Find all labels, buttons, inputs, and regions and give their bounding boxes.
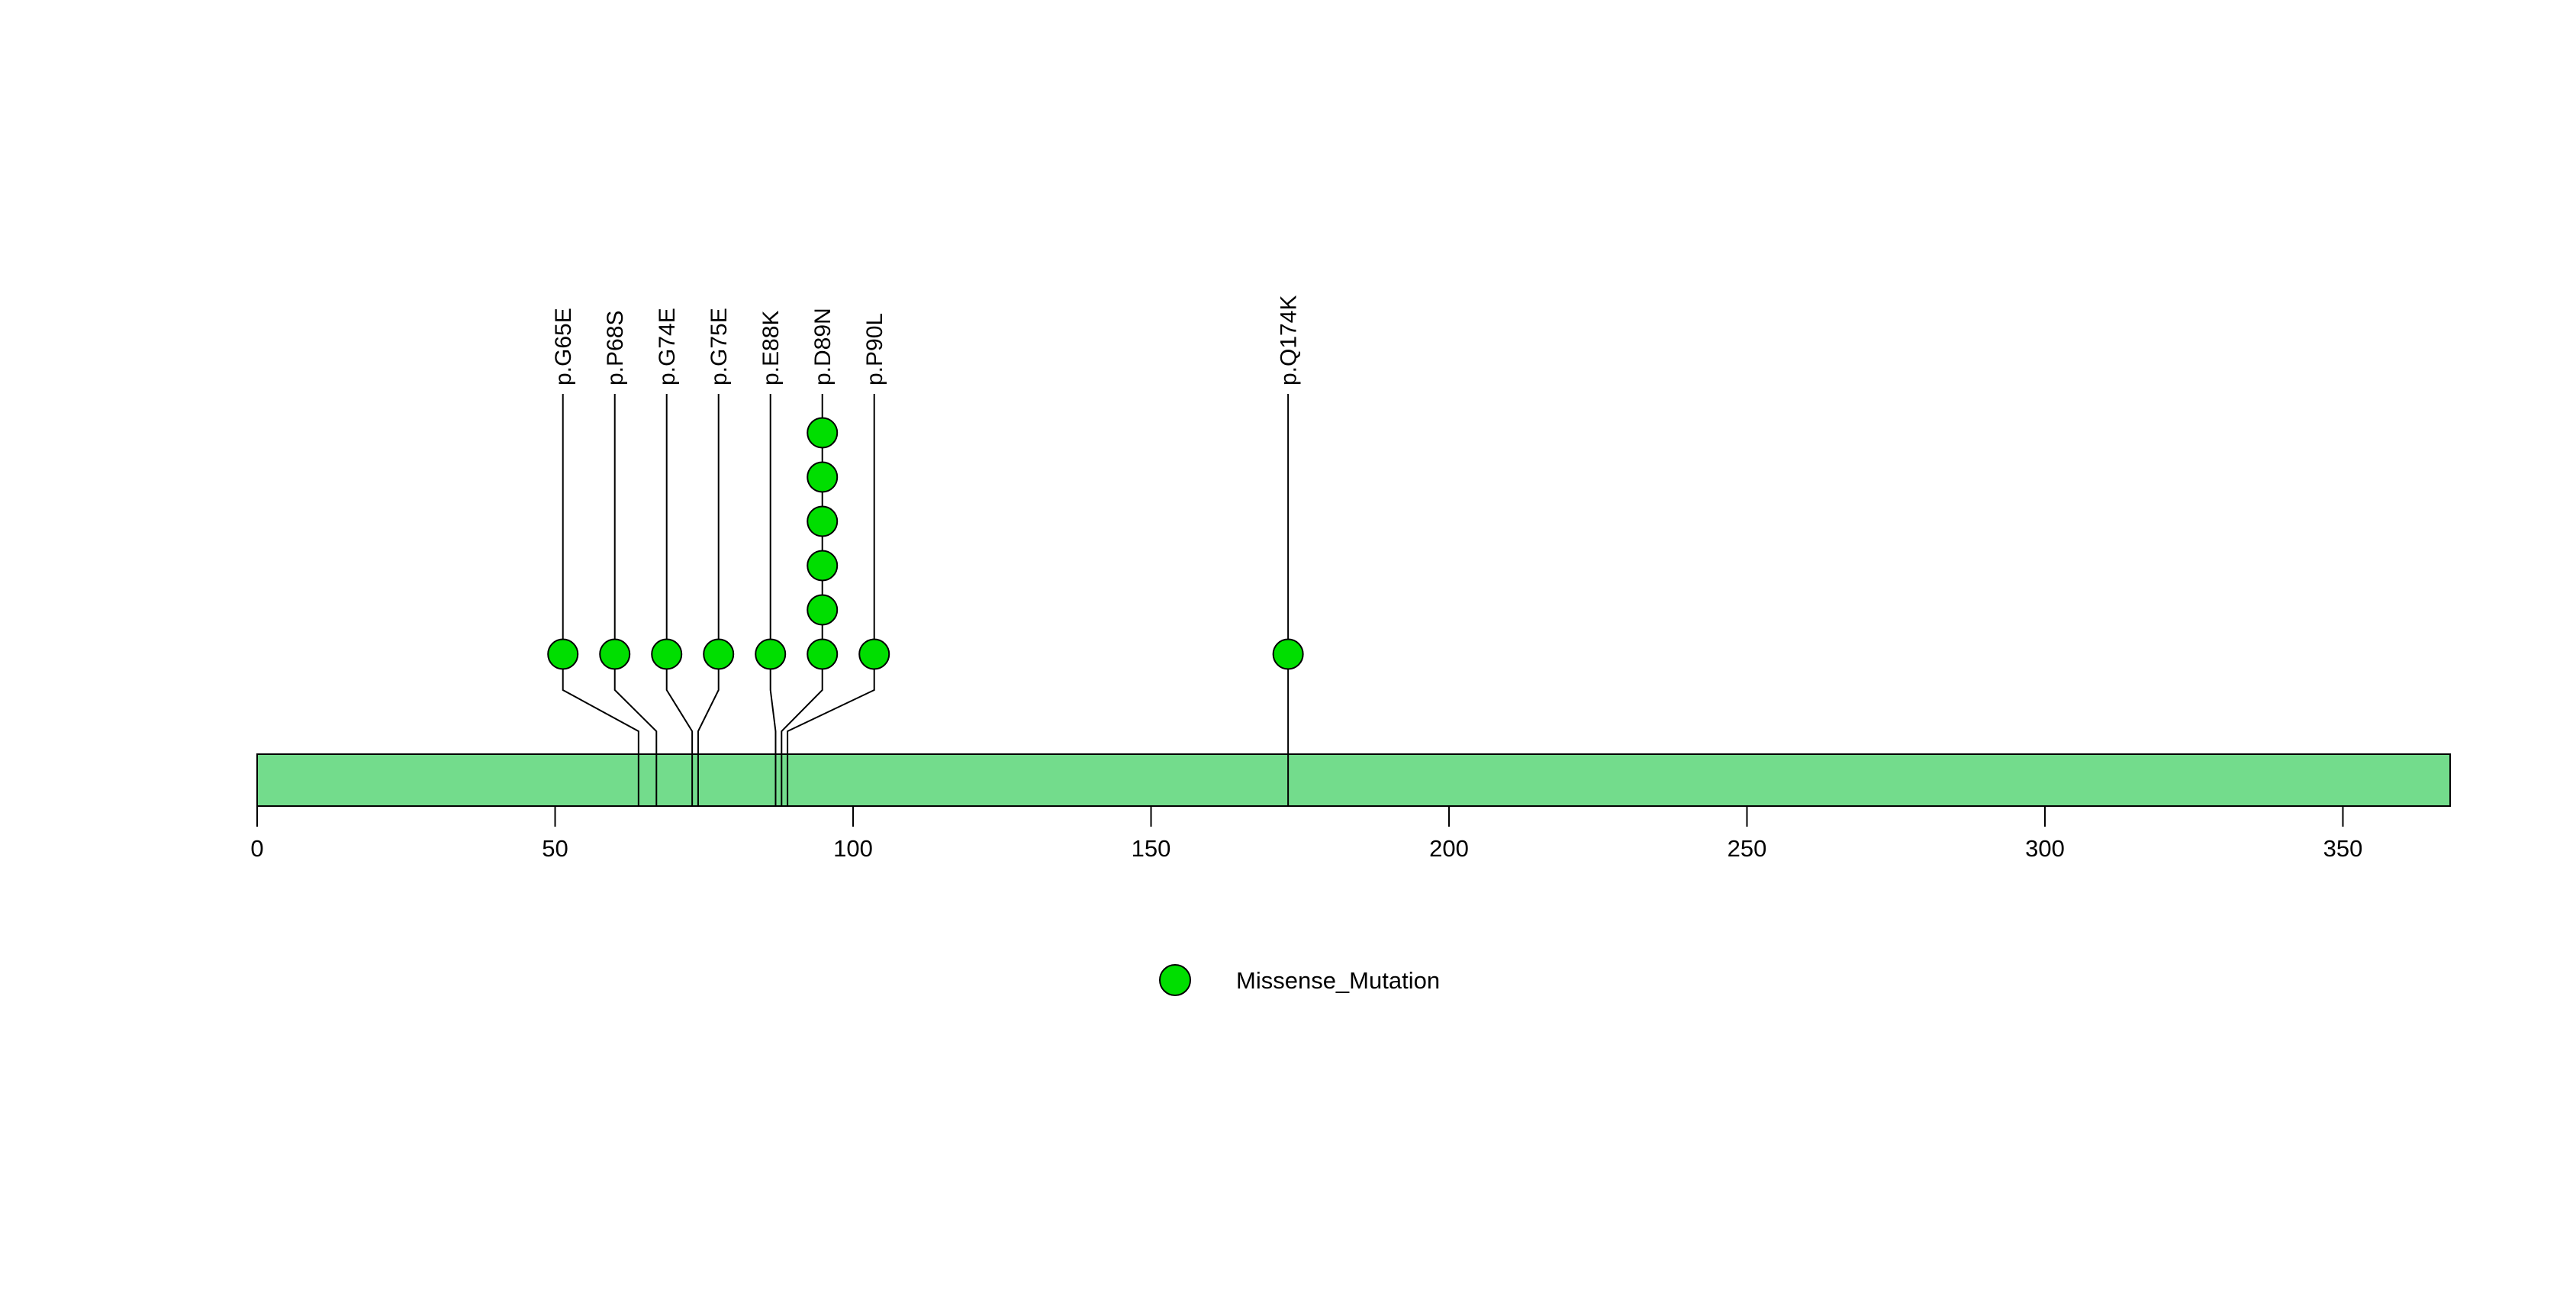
- lollipop-head: [703, 638, 735, 670]
- lollipop-head: [807, 594, 839, 626]
- lollipop-stem: [787, 394, 875, 805]
- axis-tick-label: 0: [250, 835, 263, 862]
- lollipop-head: [858, 638, 890, 670]
- lollipop-head: [807, 417, 839, 449]
- axis-tick-label: 100: [833, 835, 873, 862]
- mutation-label: p.G75E: [707, 308, 732, 385]
- lollipop-head: [755, 638, 787, 670]
- axis-tick-label: 300: [2025, 835, 2065, 862]
- lollipop-head: [807, 638, 839, 670]
- lollipop-head: [807, 461, 839, 493]
- mutation-labels-layer: p.G65E p.P68S p.G74E p.G75E p.E88K p.D89N p.P9…: [551, 295, 1301, 385]
- lollipop-head: [807, 550, 839, 582]
- axis-tick-label: 200: [1429, 835, 1469, 862]
- lollipop-stem: [665, 394, 694, 805]
- axis-tick-label: 150: [1132, 835, 1171, 862]
- mutation-label: p.E88K: [758, 311, 784, 385]
- lollipop-head: [1272, 638, 1304, 670]
- lollipop-head: [651, 638, 683, 670]
- lollipop-stem: [769, 394, 777, 805]
- mutation-label: p.D89N: [810, 308, 836, 385]
- mutation-label: p.P90L: [862, 313, 887, 385]
- legend-label: Missense_Mutation: [1236, 967, 1440, 994]
- mutation-label: p.G65E: [551, 308, 576, 385]
- axis-tick-label: 250: [1728, 835, 1767, 862]
- mutation-label: p.G74E: [655, 308, 680, 385]
- lollipop-head: [807, 505, 839, 537]
- lollipop-heads-layer: [547, 417, 1304, 670]
- lollipop-stem: [697, 394, 720, 805]
- lollipop-stems-layer: [562, 394, 1290, 805]
- mutation-label: p.P68S: [603, 311, 628, 385]
- legend-swatch-icon: [1159, 964, 1191, 996]
- lollipop-stem: [781, 394, 823, 805]
- lollipop-stem: [613, 394, 658, 805]
- x-axis-layer: 0 50 100 150 200 250 300 350: [250, 806, 2362, 862]
- protein-backbone-bar: [256, 753, 2452, 807]
- legend: Missense_Mutation: [1159, 964, 1440, 996]
- lollipop-head: [547, 638, 579, 670]
- lollipop-head: [599, 638, 631, 670]
- axis-tick-label: 50: [542, 835, 568, 862]
- mutation-label: p.Q174K: [1277, 295, 1302, 385]
- lollipop-stem: [562, 394, 639, 805]
- protein-backbone-layer: [256, 753, 2452, 807]
- axis-tick-label: 350: [2323, 835, 2363, 862]
